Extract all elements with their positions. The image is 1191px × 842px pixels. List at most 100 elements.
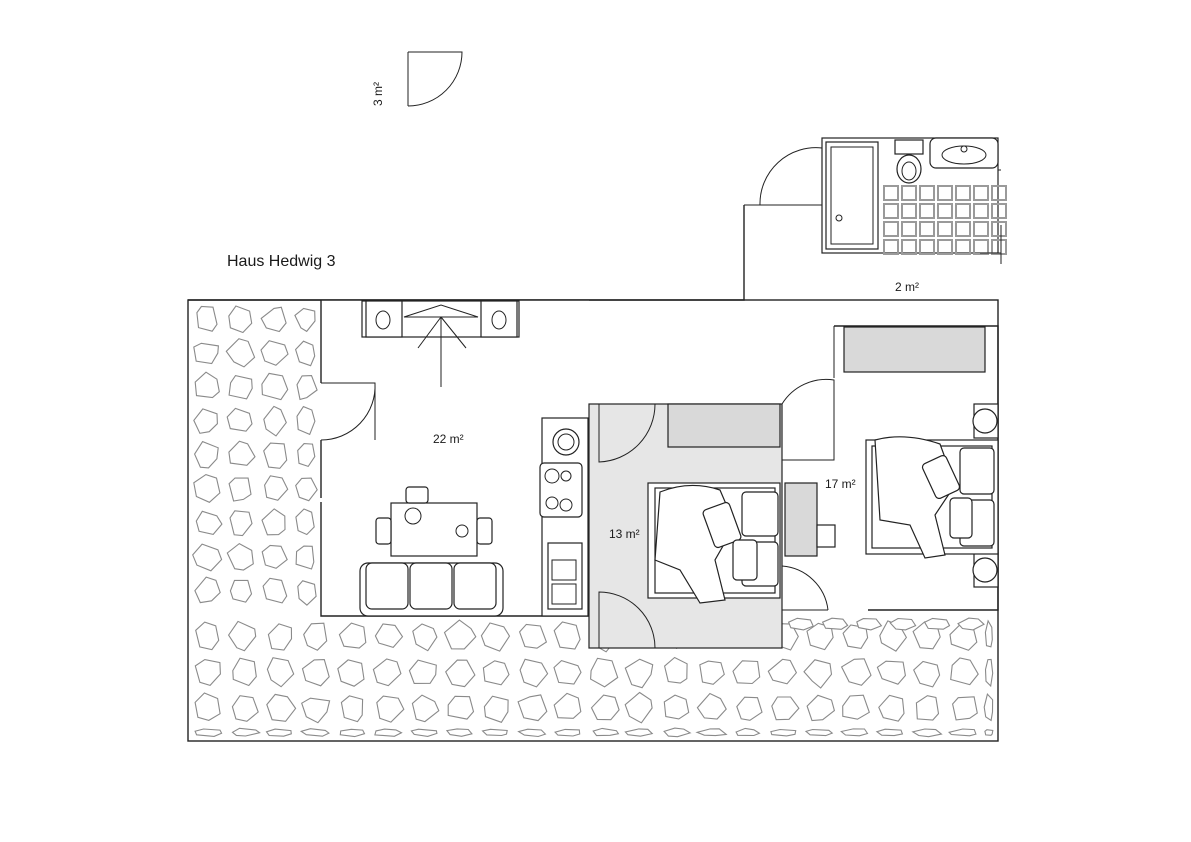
bath-tile <box>901 185 917 201</box>
stone <box>876 660 906 685</box>
stone <box>193 342 219 365</box>
stone <box>374 728 403 737</box>
stone <box>228 477 252 502</box>
stone <box>192 543 223 572</box>
stone <box>840 728 869 737</box>
stone <box>856 618 883 631</box>
bath-tile <box>955 185 971 201</box>
stone <box>229 579 253 603</box>
stone <box>553 621 581 650</box>
bath-tile <box>973 185 989 201</box>
stone <box>229 510 253 537</box>
stone <box>337 659 365 687</box>
stone <box>518 623 548 649</box>
stone <box>194 692 221 721</box>
stone <box>226 407 253 432</box>
bath-tile <box>919 185 935 201</box>
double-bed-small <box>647 482 781 604</box>
stone <box>915 695 940 721</box>
stone <box>196 305 218 332</box>
bath-tile <box>919 221 935 237</box>
bath-tile <box>937 203 953 219</box>
stone <box>231 727 261 737</box>
stone <box>296 405 316 436</box>
stone <box>663 694 690 720</box>
stone <box>771 696 800 721</box>
hall-door <box>407 51 463 107</box>
stone <box>445 659 476 688</box>
stone <box>957 617 985 631</box>
stone <box>624 658 654 689</box>
stone <box>590 694 620 721</box>
stone <box>194 728 223 737</box>
stone <box>261 508 286 536</box>
stone <box>443 619 477 650</box>
stone <box>261 544 288 569</box>
stone <box>624 691 653 724</box>
stone <box>480 622 511 652</box>
stone <box>875 728 904 737</box>
stone <box>193 408 218 434</box>
area-label-large-bedroom: 17 m² <box>825 477 856 491</box>
stone <box>376 695 405 723</box>
stone <box>517 728 547 738</box>
stone <box>372 658 402 687</box>
stone <box>663 727 692 738</box>
stone <box>952 696 978 721</box>
stone <box>445 728 473 737</box>
stone <box>231 695 259 722</box>
stone <box>295 508 315 536</box>
stone <box>590 657 619 688</box>
bath-tile <box>973 203 989 219</box>
stone <box>408 659 437 684</box>
stone <box>923 617 951 630</box>
stone <box>225 338 256 368</box>
stone <box>787 617 814 631</box>
stone <box>592 727 620 737</box>
stone <box>732 660 761 685</box>
bath-tile <box>937 239 953 255</box>
stone <box>481 728 508 737</box>
sofa <box>359 562 504 617</box>
double-bed-large <box>865 436 999 559</box>
stone <box>821 617 849 630</box>
stone <box>193 440 219 469</box>
stone <box>663 656 688 684</box>
dining-table <box>375 486 493 557</box>
stone <box>840 658 872 686</box>
stone <box>303 622 328 651</box>
corridor <box>781 378 836 611</box>
stone <box>735 727 761 737</box>
stone <box>374 623 404 649</box>
stone <box>267 623 293 651</box>
stone <box>519 658 549 688</box>
stone <box>338 622 367 649</box>
stone <box>447 695 475 720</box>
stone <box>299 728 330 737</box>
stone <box>736 696 763 721</box>
bath-tile <box>901 221 917 237</box>
bathroom <box>744 137 1007 264</box>
stone <box>699 660 725 685</box>
stone <box>232 657 257 687</box>
stone <box>263 405 287 437</box>
stone <box>803 659 833 689</box>
stone <box>553 659 582 685</box>
bath-tile <box>937 185 953 201</box>
stone <box>984 619 993 648</box>
stone <box>194 576 221 604</box>
stone <box>483 695 509 723</box>
stone <box>767 658 798 685</box>
bath-tile <box>973 221 989 237</box>
stone <box>262 577 288 604</box>
area-label-living: 22 m² <box>433 432 464 446</box>
stone <box>194 659 221 687</box>
stone <box>984 658 994 688</box>
stone-pattern-left <box>192 305 318 606</box>
bath-tile <box>883 221 899 237</box>
kitchen-counter <box>539 417 589 617</box>
bath-tile <box>991 239 1007 255</box>
stone <box>266 657 295 688</box>
stone <box>297 443 316 468</box>
